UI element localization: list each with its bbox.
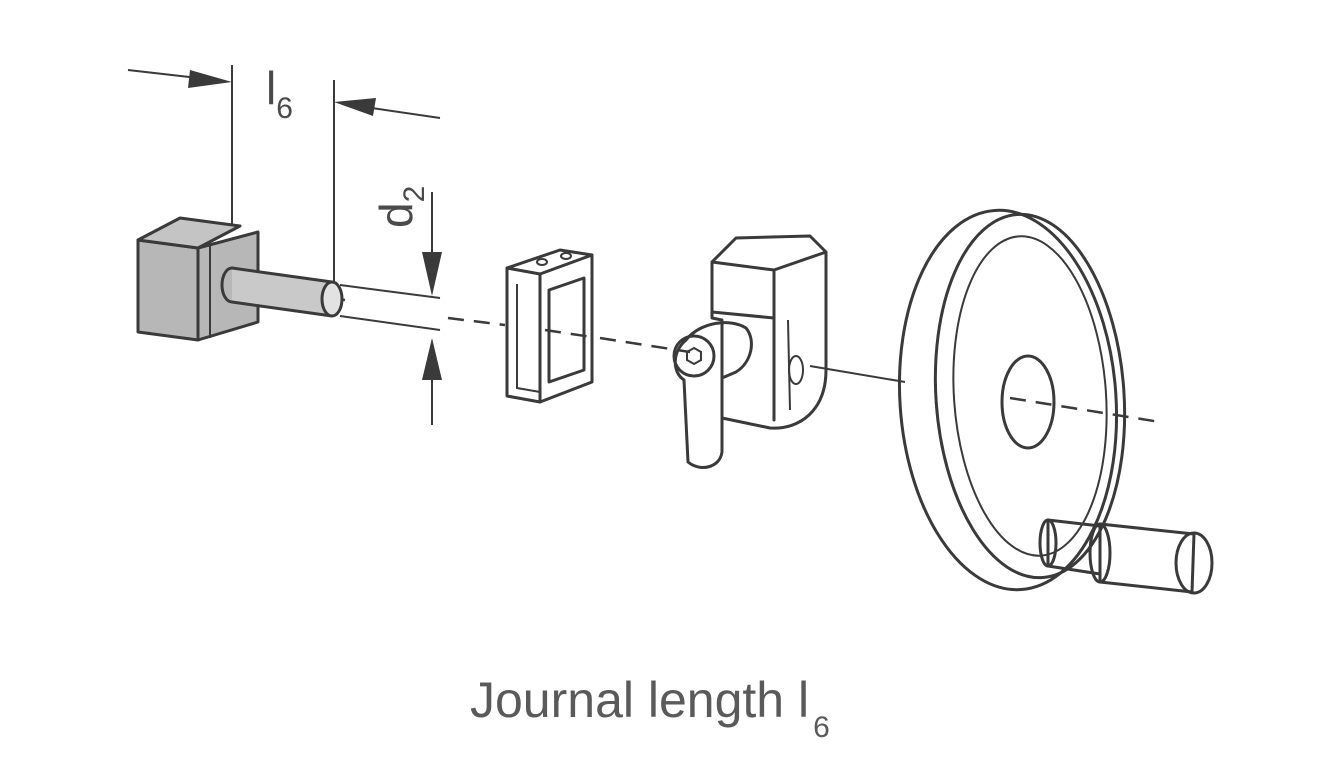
dimension-l6-symbol: l [266, 62, 276, 114]
dimension-d2-symbol: d [370, 202, 422, 228]
hex-socket-icon [686, 346, 702, 366]
arrow-head-left [188, 70, 232, 88]
revolving-handle [1038, 518, 1214, 595]
arrow-head-right [334, 98, 376, 116]
clamping-lever [672, 321, 753, 469]
dimension-l6: l6 [127, 62, 441, 290]
caption-text: Journal length l [470, 672, 809, 728]
dimension-d2: d2 [339, 186, 442, 425]
svg-text:l6: l6 [266, 62, 293, 125]
dimension-l6-subscript: 6 [276, 92, 293, 125]
machine-block [136, 216, 260, 342]
spacer-frame [505, 248, 594, 404]
svg-text:d2: d2 [370, 186, 431, 228]
arrow-head-bottom [422, 338, 442, 380]
arrow-head-top [422, 252, 442, 296]
caption-subscript: 6 [813, 711, 830, 744]
shaft-journal [220, 266, 344, 318]
clamp-body [710, 234, 828, 430]
dimension-d2-subscript: 2 [398, 186, 431, 203]
